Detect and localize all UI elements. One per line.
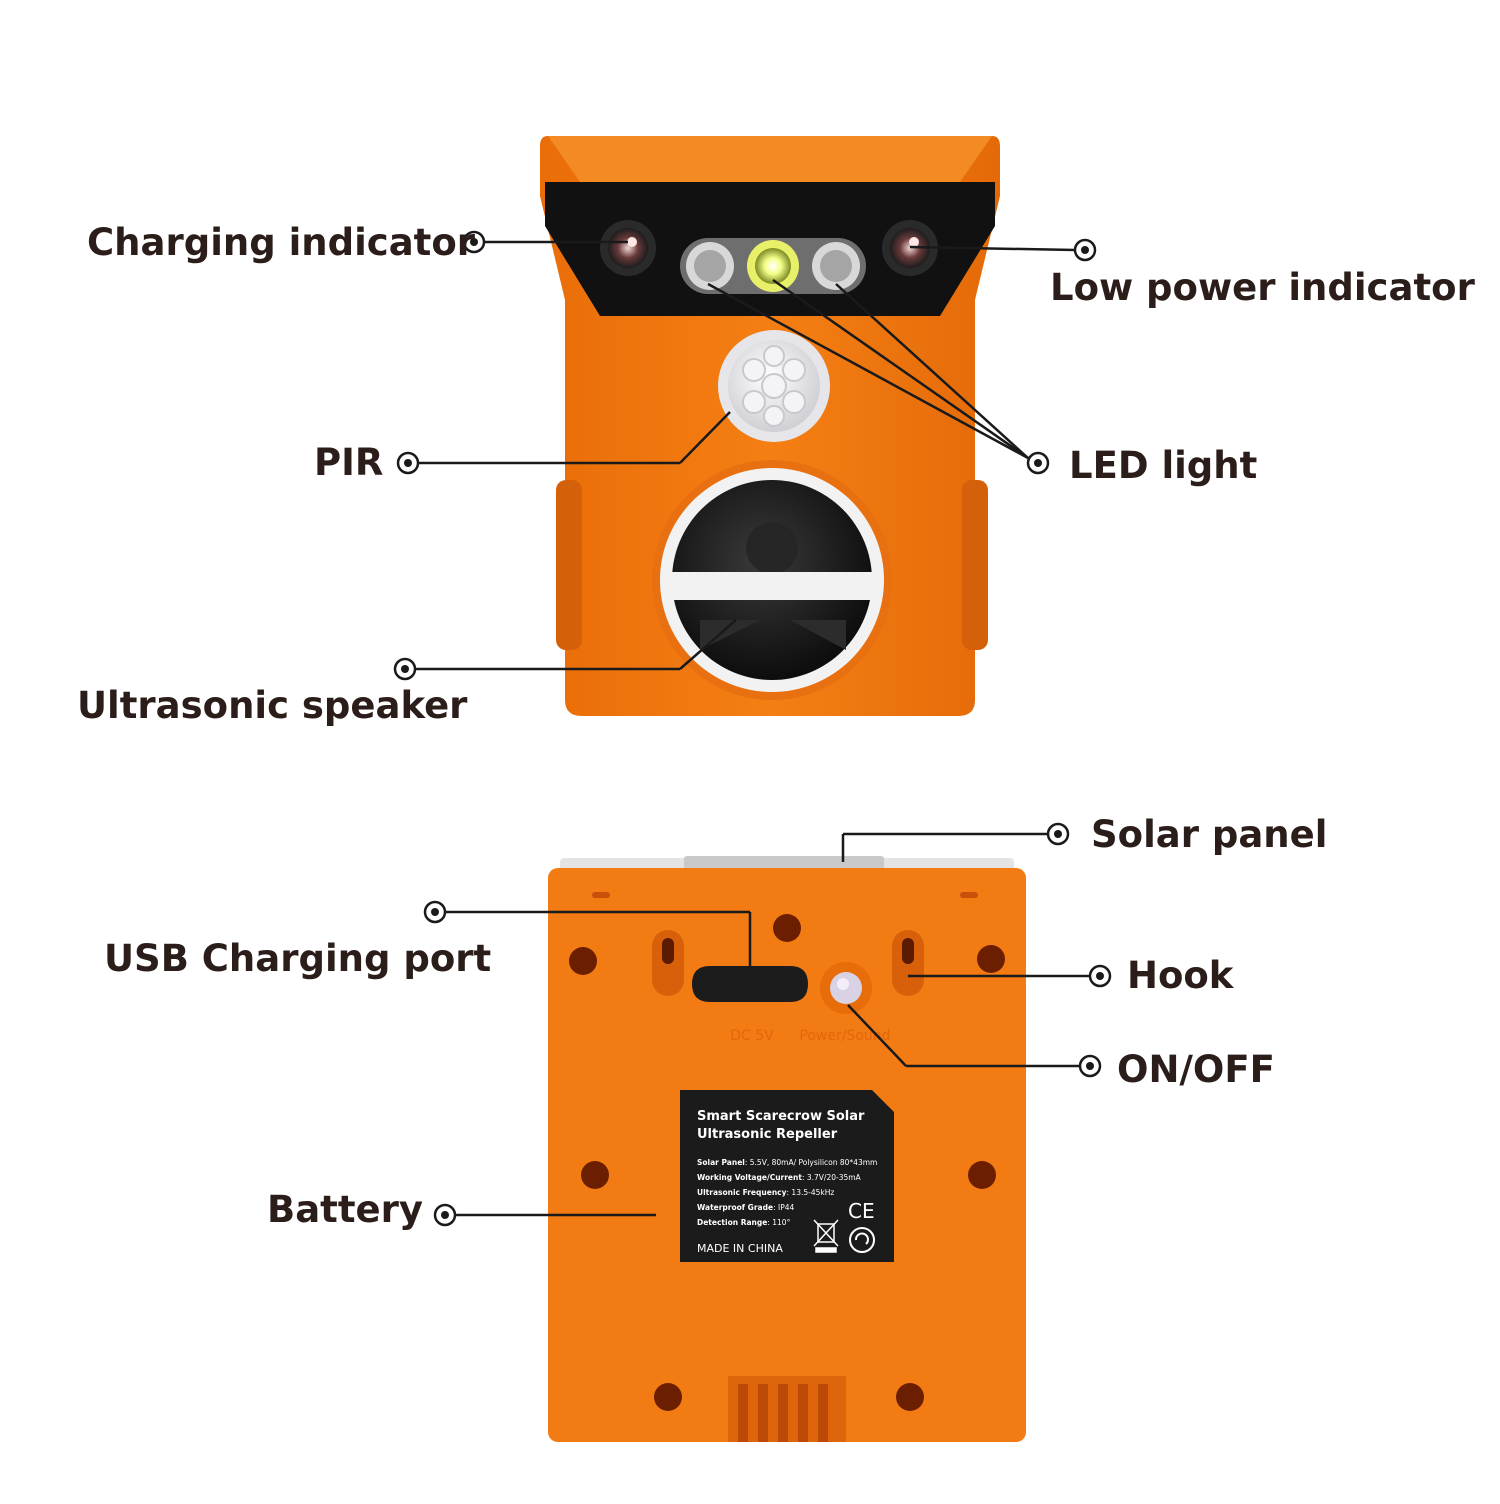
label-spec-key: Solar Panel <box>697 1158 745 1167</box>
label-title-line1: Smart Scarecrow Solar <box>697 1109 865 1124</box>
front-right-groove <box>962 480 988 650</box>
front-left-groove <box>556 480 582 650</box>
label-spec-key: Detection Range <box>697 1218 767 1227</box>
device-front-view <box>540 136 1000 716</box>
label-spec-row: Ultrasonic Frequency: 13.5-45kHz <box>697 1188 834 1197</box>
label-spec-row: Waterproof Grade: IP44 <box>697 1203 794 1212</box>
ultrasonic-speaker <box>652 460 892 700</box>
hook-label: Hook <box>1127 954 1234 997</box>
label-title-line2: Ultrasonic Repeller <box>697 1127 838 1142</box>
led-light-label: LED light <box>1069 444 1258 487</box>
label-spec-list: Solar Panel: 5.5V, 80mA/ Polysilicon 80*… <box>697 1158 877 1227</box>
bottom-vent <box>728 1376 846 1442</box>
led-light-cluster <box>680 238 866 294</box>
made-in-china-text: MADE IN CHINA <box>697 1242 783 1255</box>
back-callout-markers <box>423 822 1112 1227</box>
label-spec-value: IP44 <box>778 1203 795 1212</box>
battery-label: Battery <box>267 1188 424 1231</box>
usb-charging-port-marker-icon <box>423 900 447 924</box>
charging-indicator-label: Charging indicator <box>87 221 476 264</box>
front-leader-lines <box>415 240 1076 671</box>
back-leader-lines <box>445 832 1090 1217</box>
label-spec-value: 110° <box>772 1218 790 1227</box>
front-callout-markers <box>393 230 1097 681</box>
battery-marker-icon <box>433 1203 457 1227</box>
device-back-view: DC 5V Power/Sound Smart Scarecrow Solar … <box>548 856 1026 1442</box>
charging-indicator-marker-icon <box>462 230 486 254</box>
solar-panel-marker-icon <box>1046 822 1070 846</box>
screw-holes <box>569 914 1005 1411</box>
dc-5v-marking: DC 5V <box>730 1028 774 1044</box>
low-power-indicator-marker-icon <box>1073 238 1097 262</box>
label-plate: Smart Scarecrow Solar Ultrasonic Repelle… <box>680 1090 894 1262</box>
on-off-label: ON/OFF <box>1117 1048 1275 1091</box>
low-power-indicator-label: Low power indicator <box>1050 266 1475 309</box>
on-off-marker-icon <box>1078 1054 1102 1078</box>
label-spec-row: Working Voltage/Current: 3.7V/20-35mA <box>697 1173 862 1182</box>
usb-port-cover <box>692 966 808 1002</box>
weee-bin-icon <box>813 1219 839 1253</box>
power-sound-marking: Power/Sound <box>799 1028 890 1044</box>
power-button <box>820 962 872 1014</box>
hook-keyholes <box>652 930 924 996</box>
led-light-marker-icon <box>1026 451 1050 475</box>
label-spec-row: Detection Range: 110° <box>697 1218 791 1227</box>
label-spec-value: 13.5-45kHz <box>791 1188 834 1197</box>
recycle-icon <box>849 1227 875 1253</box>
pir-marker-icon <box>396 451 420 475</box>
ce-mark-text: CE <box>848 1199 875 1223</box>
ultrasonic-speaker-marker-icon <box>393 657 417 681</box>
hook-marker-icon <box>1088 964 1112 988</box>
charging-indicator-lens <box>600 220 656 276</box>
pir-label: PIR <box>314 441 384 484</box>
front-top-bevel <box>548 136 992 182</box>
solar-panel-label: Solar panel <box>1091 813 1328 856</box>
ultrasonic-speaker-label: Ultrasonic speaker <box>77 684 468 727</box>
label-spec-key: Waterproof Grade <box>697 1203 773 1212</box>
label-spec-value: 5.5V, 80mA/ Polysilicon 80*43mm <box>750 1158 878 1167</box>
label-spec-value: 3.7V/20-35mA <box>807 1173 862 1182</box>
pir-sensor <box>718 330 830 442</box>
label-spec-row: Solar Panel: 5.5V, 80mA/ Polysilicon 80*… <box>697 1158 877 1167</box>
label-spec-key: Ultrasonic Frequency <box>697 1188 787 1197</box>
usb-charging-port-label: USB Charging port <box>104 937 492 980</box>
label-spec-key: Working Voltage/Current <box>697 1173 802 1182</box>
